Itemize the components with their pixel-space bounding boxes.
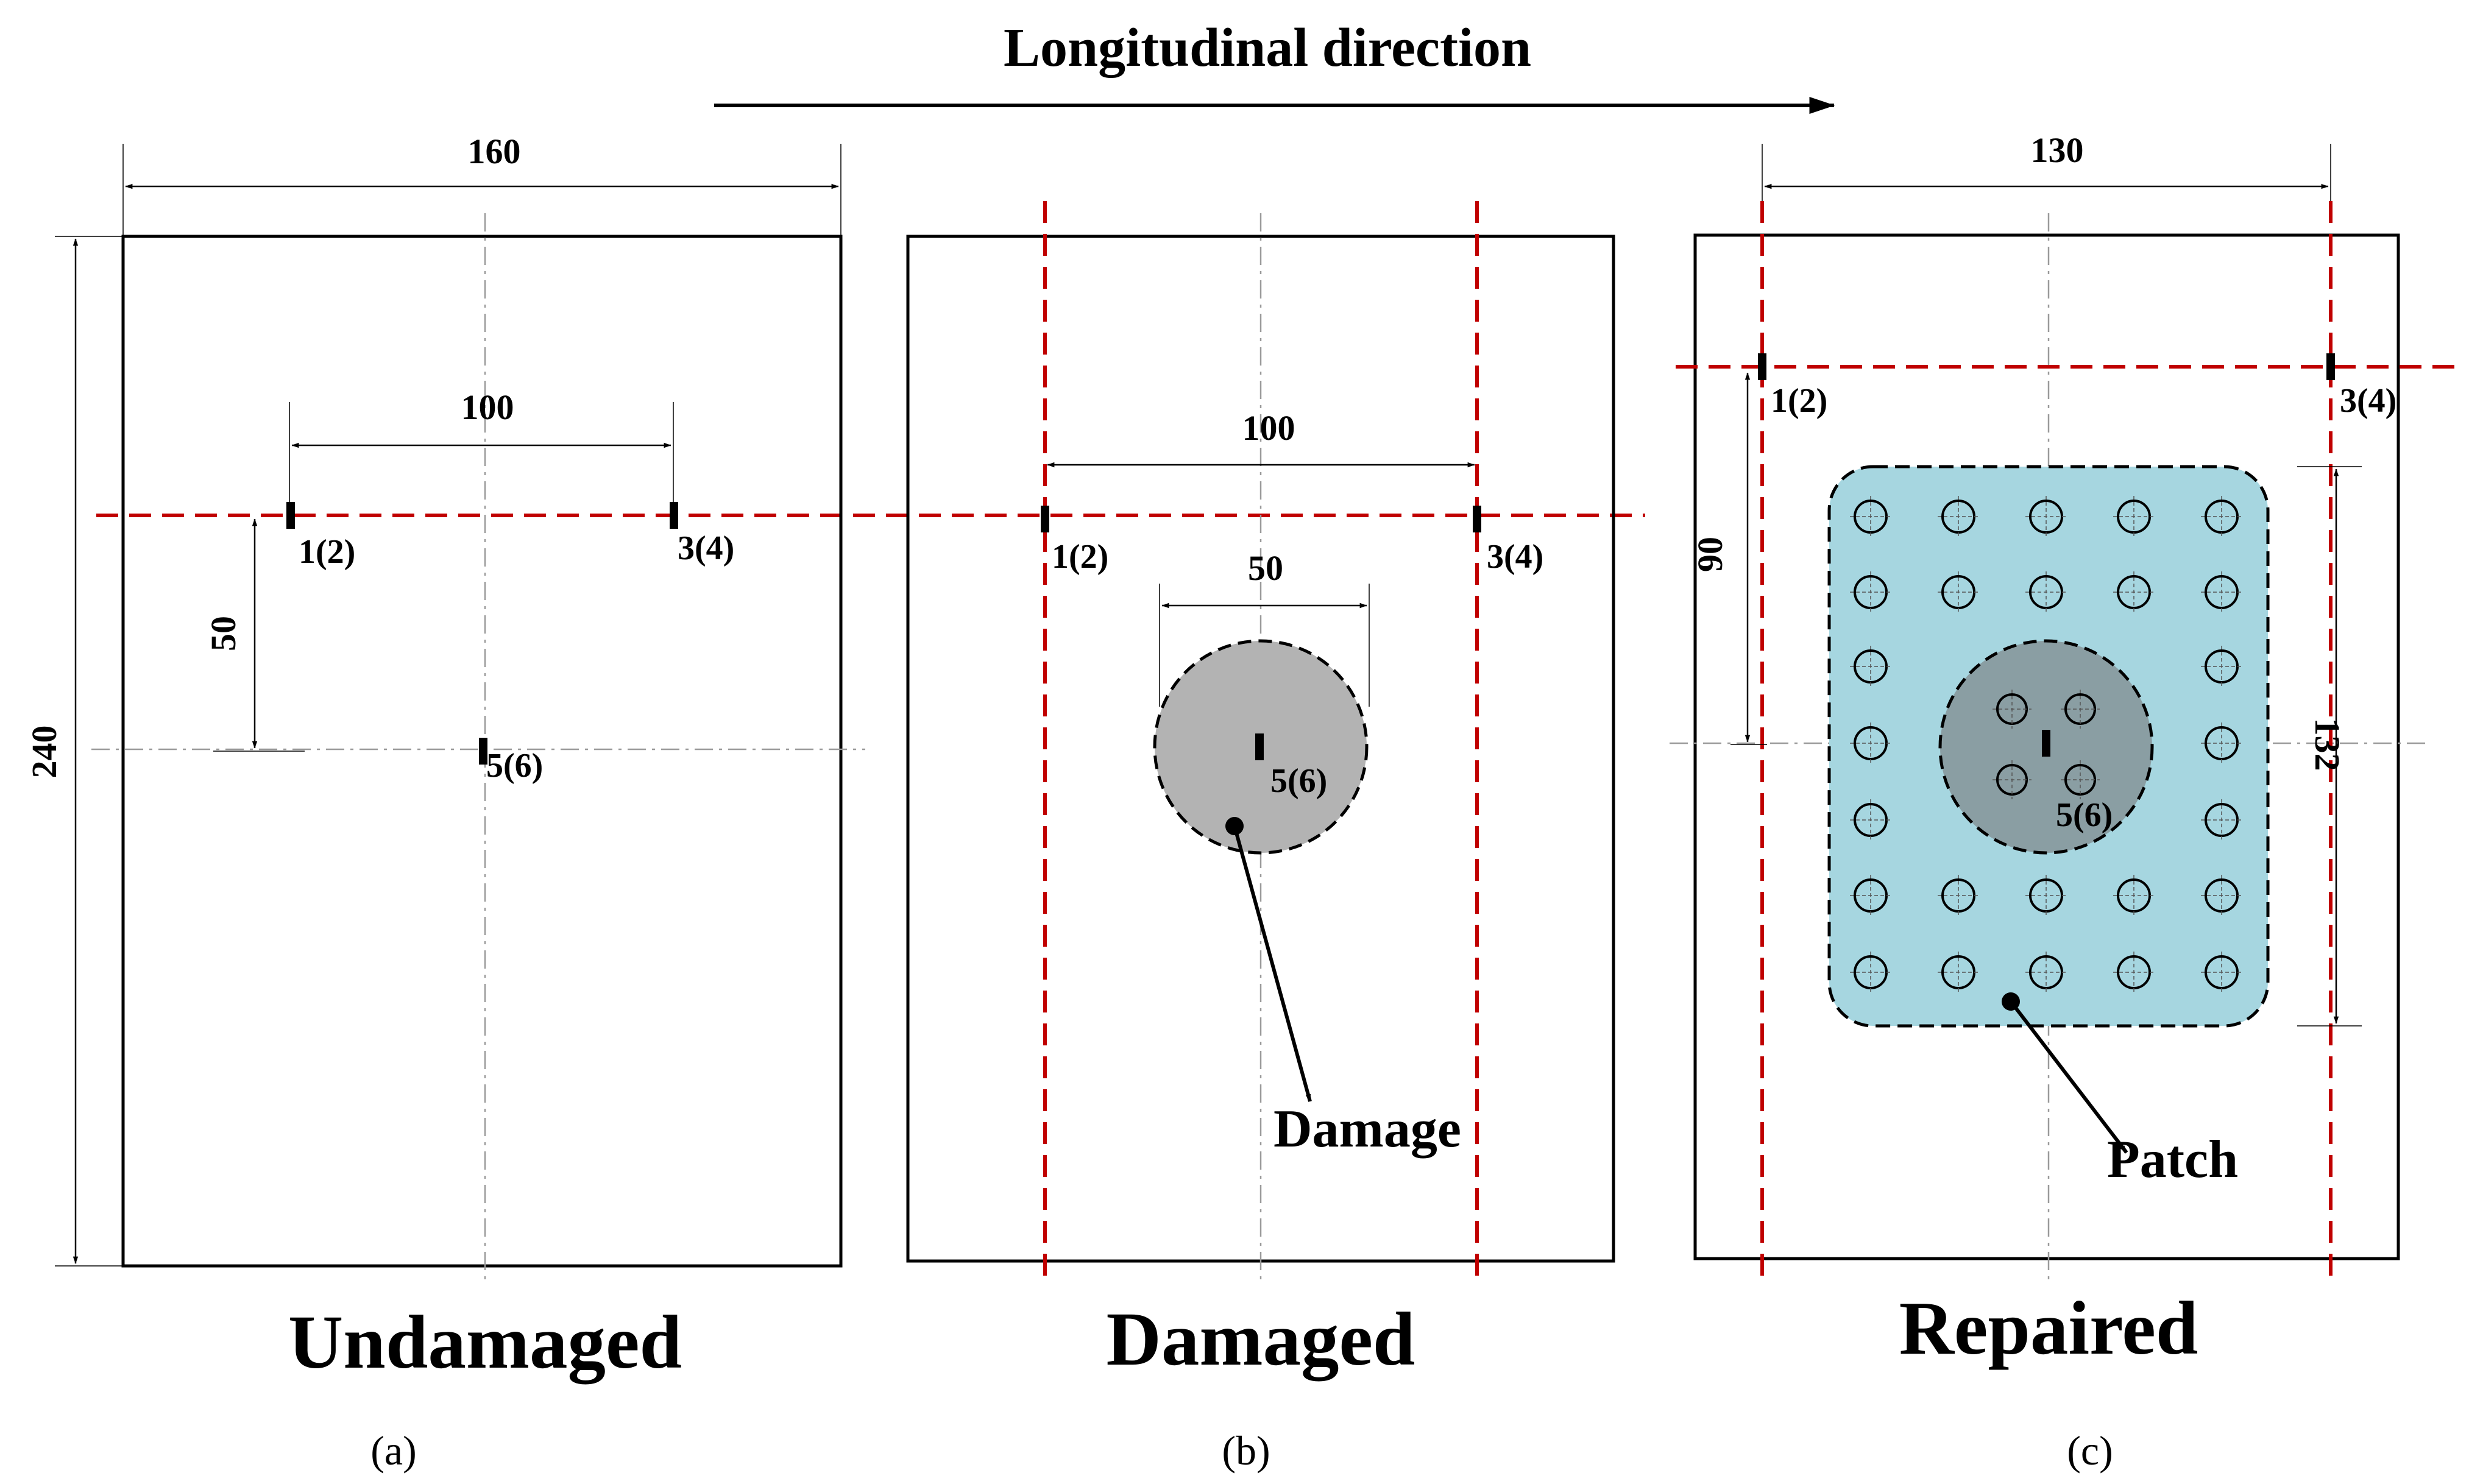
strain-gauge-3 bbox=[1473, 506, 1481, 532]
panel-title-undamaged: Undamaged bbox=[288, 1301, 682, 1385]
undamaged-plate bbox=[121, 235, 843, 1268]
gauge-offset-label: 50 bbox=[204, 616, 243, 651]
gauge-spacing-label: 100 bbox=[1242, 408, 1295, 448]
gauge-label-3: 3(4) bbox=[678, 529, 734, 567]
strain-gauge-5 bbox=[2042, 730, 2050, 757]
panel-title-repaired: Repaired bbox=[1899, 1287, 2198, 1371]
gauge-label-3: 3(4) bbox=[2340, 382, 2396, 420]
repaired-plate bbox=[1693, 233, 2400, 1260]
patch-height-label: 132 bbox=[2308, 718, 2347, 771]
panel-undamaged: 160 240 100 50 1(2) 3(4) 5(6) Undamaged … bbox=[24, 132, 865, 1474]
strain-gauge-1 bbox=[286, 502, 295, 529]
strain-gauge-5 bbox=[1255, 733, 1264, 760]
strain-gauge-3 bbox=[2326, 353, 2335, 380]
strain-gauge-3 bbox=[670, 502, 678, 529]
gauge-spacing-label: 130 bbox=[2031, 130, 2084, 170]
damage-diameter-label: 50 bbox=[1248, 548, 1283, 588]
panel-title-damaged: Damaged bbox=[1107, 1298, 1415, 1382]
panel-caption-b: (b) bbox=[1222, 1427, 1270, 1474]
damage-bolts bbox=[1993, 690, 2100, 799]
gauge-label-5: 5(6) bbox=[486, 747, 543, 785]
longitudinal-direction-label: Longitudinal direction bbox=[1004, 18, 1531, 78]
panel-damaged: 100 50 1(2) 3(4) 5(6) Damage Damaged (b) bbox=[906, 201, 1615, 1474]
damage-callout-label: Damage bbox=[1273, 1100, 1461, 1159]
gauge-label-5: 5(6) bbox=[2056, 796, 2113, 834]
gauge-label-5: 5(6) bbox=[1270, 762, 1327, 800]
gauge-label-3: 3(4) bbox=[1487, 538, 1543, 576]
patch-callout-label: Patch bbox=[2107, 1130, 2238, 1189]
damage-callout-arrow bbox=[1233, 825, 1312, 1102]
patch-callout-arrow bbox=[2009, 1000, 2128, 1154]
gauge-spacing-label: 100 bbox=[461, 387, 514, 427]
width-dimension-label: 160 bbox=[468, 132, 521, 171]
height-dimension-label: 240 bbox=[24, 726, 64, 779]
gauge-label-1: 1(2) bbox=[299, 533, 355, 571]
panel-repaired: 130 90 132 1(2) 3(4) 5(6) Patch Repaired… bbox=[1670, 130, 2462, 1474]
panel-caption-c: (c) bbox=[2067, 1427, 2113, 1474]
gauge-offset-label: 90 bbox=[1690, 537, 1730, 572]
patch-bolts bbox=[1850, 496, 2242, 993]
panel-caption-a: (a) bbox=[370, 1427, 416, 1474]
strain-gauge-5 bbox=[479, 738, 487, 765]
strain-gauge-1 bbox=[1758, 353, 1766, 380]
gauge-label-1: 1(2) bbox=[1771, 382, 1827, 420]
gauge-label-1: 1(2) bbox=[1052, 538, 1108, 576]
strain-gauge-1 bbox=[1041, 506, 1049, 532]
